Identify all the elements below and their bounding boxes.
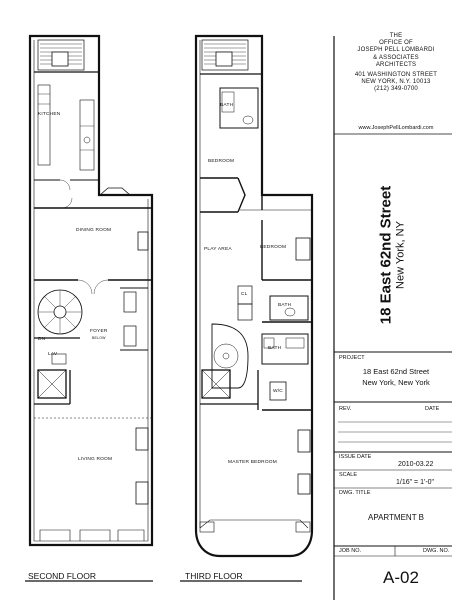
room-bedroom-2: BEDROOM [260, 245, 287, 250]
dwg-no-label: DWG. NO. [423, 548, 450, 554]
room-foyer: FOYER [90, 329, 108, 334]
address-line-2: New York, NY [394, 221, 407, 289]
architect-office-block: THE OFFICE OF JOSEPH PELL LOMBARDI & ASS… [338, 33, 454, 94]
scale-label: SCALE [339, 472, 358, 478]
office-line: OFFICE OF [379, 40, 413, 47]
office-line: ARCHITECTS [375, 61, 417, 68]
office-line: THE [389, 33, 403, 39]
room-play-area: PLAY AREA [204, 247, 232, 252]
vertical-address: 18 East 62nd Street New York, NY [378, 186, 407, 324]
drawing-title: APARTMENT B [367, 513, 424, 522]
rev-label: REV. [339, 406, 352, 412]
room-dining: DINING ROOM [76, 228, 112, 233]
room-bath-lower: BATH [268, 346, 282, 351]
room-kitchen: KITCHEN [38, 112, 61, 117]
room-bedroom-1: BEDROOM [208, 159, 235, 164]
office-website: www.JosephPellLombardi.com [358, 125, 434, 131]
room-living: LIVING ROOM [78, 457, 113, 462]
project-line-2: New York, New York [362, 378, 430, 387]
office-line: (212) 349-0700 [374, 86, 418, 93]
issue-date-value: 2010-03.22 [398, 461, 434, 468]
room-closet: CL [241, 292, 248, 297]
second-floor-plan [28, 34, 154, 547]
office-line: JOSEPH PELL LOMBARDI [357, 47, 435, 54]
room-lav: LAV [48, 352, 58, 357]
title-block [333, 36, 452, 600]
room-bath-top: BATH [220, 103, 234, 108]
office-line: & ASSOCIATES [373, 54, 419, 61]
third-floor-plan [194, 34, 314, 558]
third-floor-label: THIRD FLOOR [185, 571, 243, 581]
room-wc: W/C [273, 389, 283, 394]
project-label: PROJECT [339, 355, 365, 361]
room-foyer-sub: BELOW [92, 336, 106, 340]
second-floor-label: SECOND FLOOR [28, 571, 97, 581]
address-line-1: 18 East 62nd Street [377, 185, 395, 325]
project-line-1: 18 East 62nd Street [362, 367, 430, 376]
office-line: NEW YORK, N.Y. 10013 [361, 79, 431, 86]
job-no-label: JOB NO. [339, 548, 362, 554]
room-master-bedroom: MASTER BEDROOM [228, 460, 277, 465]
dwg-title-label: DWG. TITLE [339, 490, 371, 496]
office-line: 401 WASHINGTON STREET [354, 72, 438, 79]
issue-date-label: ISSUE DATE [339, 454, 372, 460]
sheet-number: A-02 [383, 568, 419, 587]
room-bath-mid: BATH [278, 303, 292, 308]
stair-dn: DN [38, 337, 46, 342]
scale-value: 1/16" = 1'-0" [396, 479, 435, 486]
date-label: DATE [425, 406, 440, 412]
